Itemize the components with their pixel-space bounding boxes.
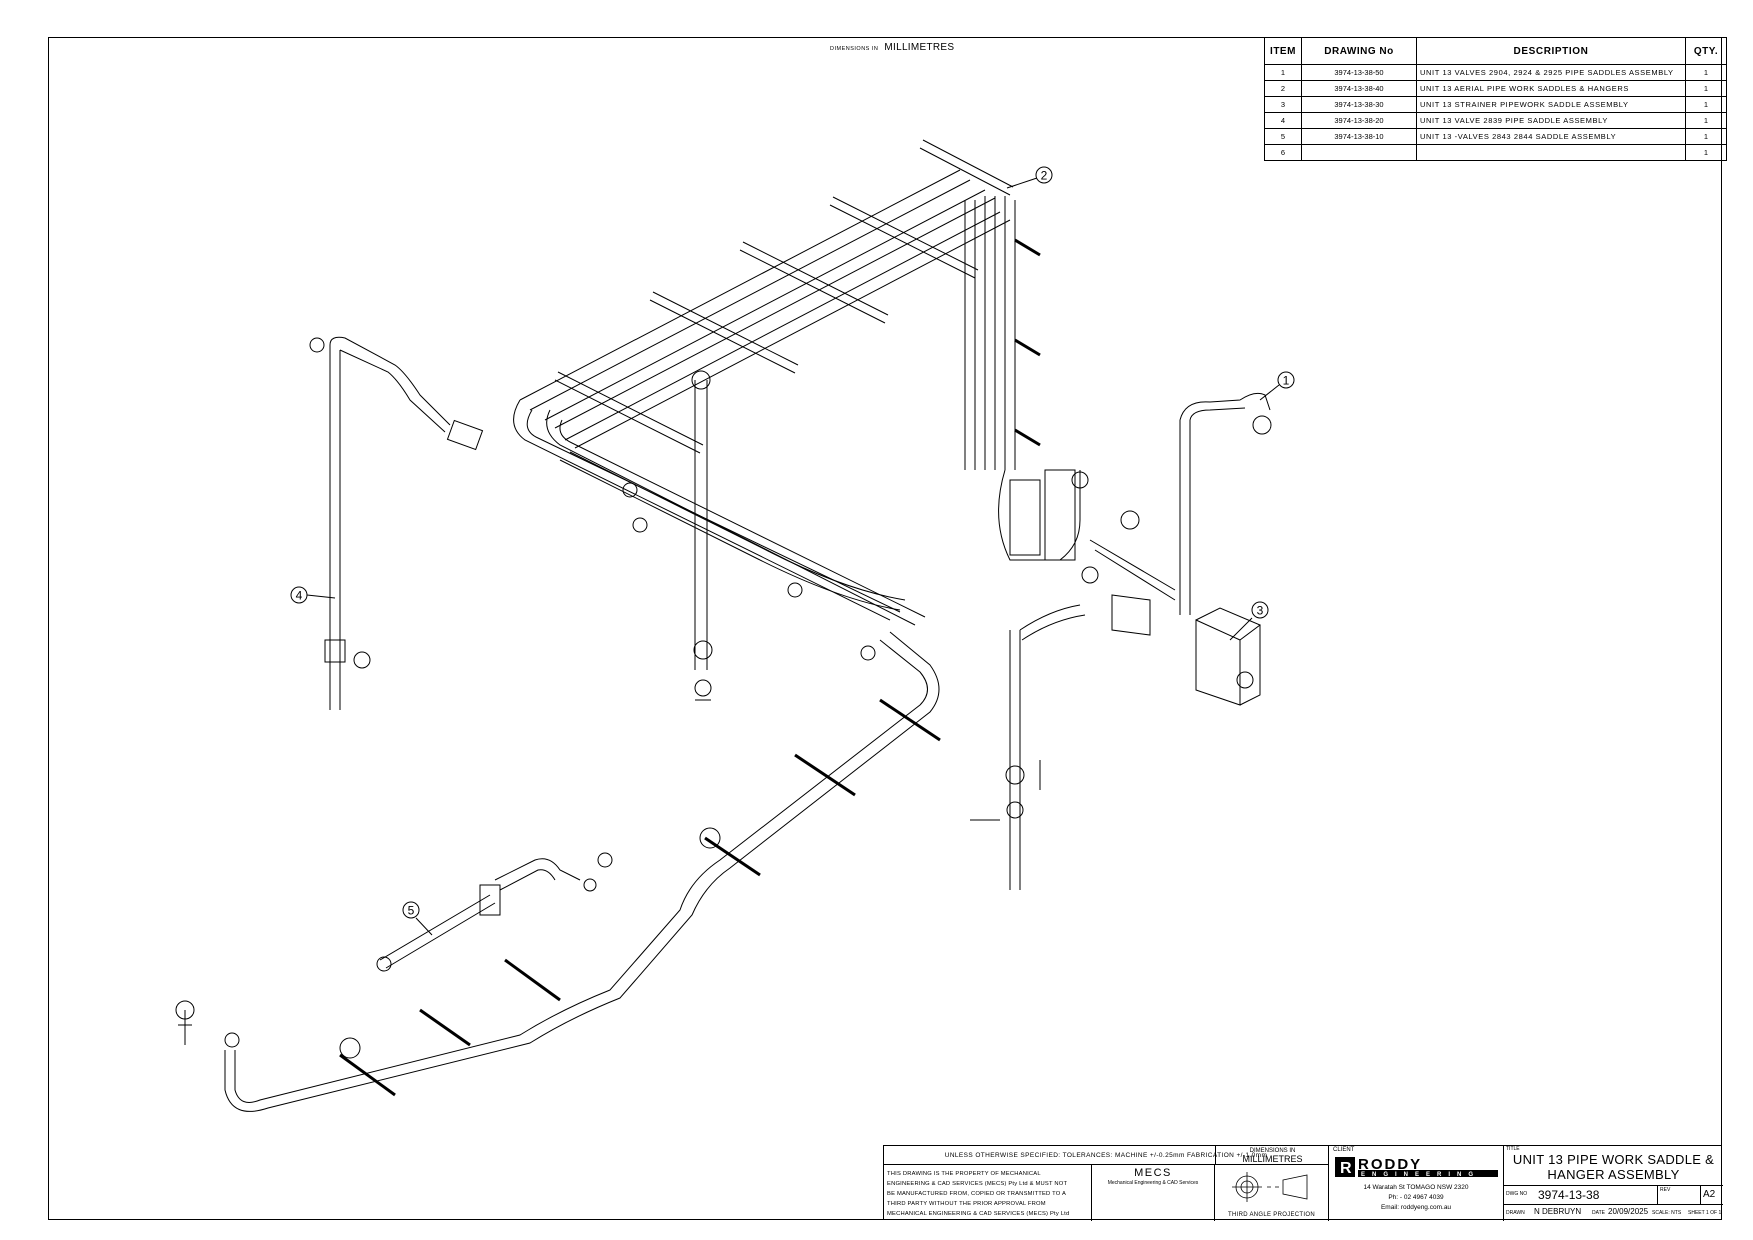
drawing-number-box: DWG NO 3974-13-38 REV A2 <box>1504 1186 1723 1205</box>
client-email[interactable]: Email: roddyeng.com.au <box>1380 1204 1452 1211</box>
revision-box: REV <box>1657 1186 1701 1205</box>
balloon-3: 3 <box>1251 601 1269 619</box>
balloon-5: 5 <box>402 901 420 919</box>
title-line-2: HANGER ASSEMBLY <box>1547 1167 1680 1182</box>
title-box: TITLE UNIT 13 PIPE WORK SADDLE & HANGER … <box>1504 1146 1723 1186</box>
mecs-name: MECS <box>1134 1167 1172 1179</box>
balloon-1: 1 <box>1277 371 1295 389</box>
third-angle-projection-icon <box>1232 1172 1308 1202</box>
sheet-label: SHEET 1 OF 1 <box>1688 1210 1722 1216</box>
notice-line: THIS DRAWING IS THE PROPERTY OF MECHANIC… <box>887 1171 1041 1177</box>
logo-text: RODDY <box>1358 1156 1422 1173</box>
aerial-pipe-rack <box>519 139 1041 670</box>
bom-header-item: ITEM <box>1264 37 1302 65</box>
bom-row: 5 3974-13-38-10 UNIT 13 -VALVES 2843 284… <box>1264 128 1727 145</box>
client-address: 14 Waratah St TOMAGO NSW 2320 <box>1363 1184 1469 1191</box>
dimensions-label: DIMENSIONS IN <box>830 46 879 52</box>
notice-line: BE MANUFACTURED FROM, COPIED OR TRANSMIT… <box>887 1191 1067 1197</box>
dimensions-unit: MILLIMETRES <box>884 42 955 53</box>
balloon-4: 4 <box>290 586 308 604</box>
roddy-logo: R RODDY ENGINEERING <box>1335 1156 1498 1178</box>
notice-line: MECHANICAL ENGINEERING & CAD SERVICES (M… <box>887 1211 1070 1217</box>
title-label: TITLE <box>1506 1146 1520 1152</box>
bom-row: 2 3974-13-38-40 UNIT 13 AERIAL PIPE WORK… <box>1264 80 1727 97</box>
property-notice: THIS DRAWING IS THE PROPERTY OF MECHANIC… <box>884 1165 1092 1221</box>
scale-label: SCALE: NTS <box>1652 1210 1682 1216</box>
rev-label: REV <box>1660 1187 1671 1193</box>
projection-label: THIRD ANGLE PROJECTION <box>1228 1212 1315 1218</box>
tolerances-note: UNLESS OTHERWISE SPECIFIED: TOLERANCES: … <box>884 1146 1329 1165</box>
tolerances-text: UNLESS OTHERWISE SPECIFIED: TOLERANCES: … <box>944 1152 1268 1159</box>
mecs-line: Mechanical Engineering & CAD Services <box>1107 1180 1199 1186</box>
projection-box: THIRD ANGLE PROJECTION <box>1215 1165 1329 1221</box>
sheet-size: A2 <box>1703 1189 1716 1200</box>
drawing-border <box>48 37 1722 1220</box>
bom-row: 6 1 <box>1264 144 1727 161</box>
dimensions-box: DIMENSIONS IN MILLIMETRES <box>1215 1146 1329 1165</box>
dwg-no-label: DWG NO <box>1506 1191 1528 1197</box>
balloon-5-label: 5 <box>408 904 415 918</box>
bill-of-materials-table: ITEM DRAWING No DESCRIPTION QTY. 1 3974-… <box>1264 37 1727 161</box>
date-value: 20/09/2025 <box>1608 1207 1649 1216</box>
title-line-1: UNIT 13 PIPE WORK SADDLE & <box>1512 1152 1715 1167</box>
title-block: UNLESS OTHERWISE SPECIFIED: TOLERANCES: … <box>883 1145 1723 1221</box>
dims-unit: MILLIMETRES <box>1242 1154 1303 1164</box>
valve-station-left <box>309 336 484 710</box>
bom-header-qty: QTY. <box>1685 37 1727 65</box>
dimensions-note: DIMENSIONS IN MILLIMETRES <box>830 42 954 53</box>
drawn-by: N DEBRUYN <box>1534 1207 1582 1216</box>
date-label: DATE <box>1592 1210 1605 1216</box>
mecs-box: MECS Mechanical Engineering & CAD Servic… <box>1092 1165 1215 1221</box>
balloon-2: 2 <box>1035 166 1053 184</box>
balloon-3-label: 3 <box>1257 604 1264 618</box>
strainer-cluster <box>970 392 1272 890</box>
notice-line: THIRD PARTY WITHOUT THE PRIOR APPROVAL F… <box>887 1201 1046 1207</box>
leader-lines <box>306 177 1280 936</box>
bom-header-description: DESCRIPTION <box>1416 37 1686 65</box>
main-pipework <box>175 399 941 1112</box>
client-phone: Ph: - 02 4967 4039 <box>1388 1194 1444 1201</box>
balloon-4-label: 4 <box>296 589 303 603</box>
balloon-2-label: 2 <box>1041 169 1048 183</box>
client-label: CLIENT <box>1333 1147 1355 1153</box>
bom-qty: 1 <box>1685 144 1727 161</box>
drawn-row: DRAWN N DEBRUYN DATE 20/09/2025 SCALE: N… <box>1504 1205 1723 1221</box>
balloon-1-label: 1 <box>1283 374 1290 388</box>
bom-header-drawing-no: DRAWING No <box>1301 37 1417 65</box>
valve-station-center <box>693 640 713 701</box>
dims-label: DIMENSIONS IN <box>1249 1148 1296 1154</box>
spool-item-5 <box>376 852 613 972</box>
dwg-no-value: 3974-13-38 <box>1538 1188 1600 1202</box>
logo-subtext: ENGINEERING <box>1361 1172 1480 1178</box>
bom-header-row: ITEM DRAWING No DESCRIPTION QTY. <box>1264 37 1727 65</box>
bom-row: 3 3974-13-38-30 UNIT 13 STRAINER PIPEWOR… <box>1264 96 1727 113</box>
bom-row: 1 3974-13-38-50 UNIT 13 VALVES 2904, 292… <box>1264 64 1727 81</box>
svg-text:R: R <box>1340 1160 1352 1177</box>
drawn-label: DRAWN <box>1506 1210 1525 1216</box>
notice-line: ENGINEERING & CAD SERVICES (MECS) Pty Lt… <box>887 1181 1068 1187</box>
client-box: CLIENT R RODDY ENGINEERING 14 Waratah St… <box>1329 1146 1504 1221</box>
